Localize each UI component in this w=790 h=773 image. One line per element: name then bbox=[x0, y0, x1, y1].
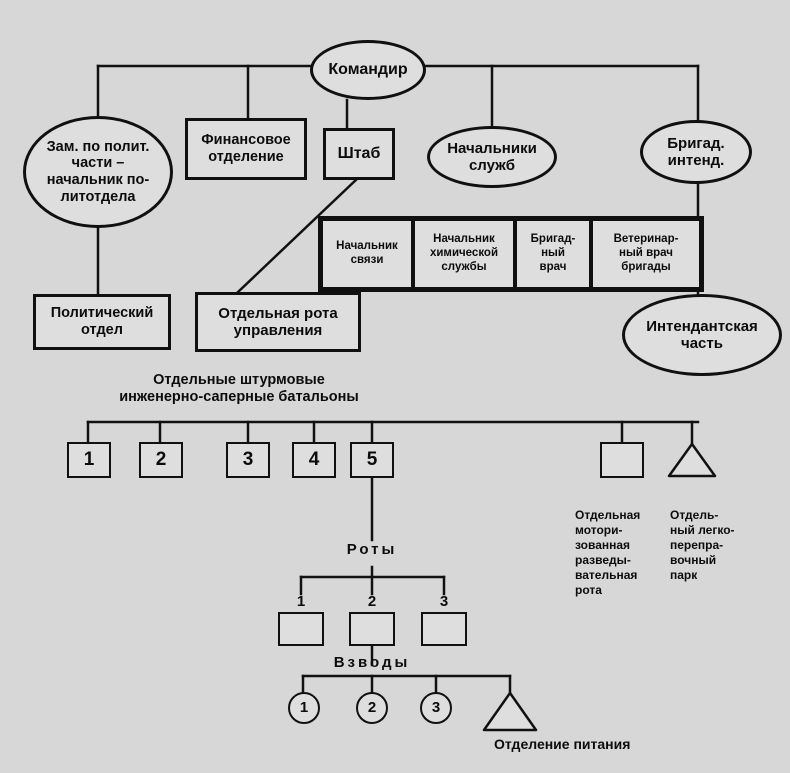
political-dept-node: Политический отдел bbox=[33, 294, 171, 350]
battalion-4: 4 bbox=[292, 442, 336, 478]
company-box-2 bbox=[349, 612, 395, 646]
chemical-chief-cell: Начальник химической службы bbox=[413, 219, 515, 289]
service-chiefs-table: Начальник связи Начальник химической слу… bbox=[318, 216, 704, 292]
battalions-title: Отдельные штурмовые инженерно-саперные б… bbox=[119, 372, 359, 406]
finance-dept-node: Финансовое отделение bbox=[185, 118, 307, 180]
platoon-2: 2 bbox=[356, 692, 388, 724]
company-number-1: 1 bbox=[296, 593, 306, 610]
intendant-unit-node: Интендантская часть bbox=[622, 294, 782, 376]
brigade-quartermaster-node: Бригад. интенд. bbox=[640, 120, 752, 184]
food-section-triangle bbox=[482, 691, 538, 732]
commander-node: Командир bbox=[310, 40, 426, 100]
veterinarian-cell: Ветеринар- ный врач бригады bbox=[591, 219, 701, 289]
staff-node: Штаб bbox=[323, 128, 395, 180]
deputy-political-node: Зам. по полит. части – начальник по- лит… bbox=[23, 116, 173, 228]
company-number-2: 2 bbox=[367, 593, 377, 610]
ferry-park-triangle bbox=[667, 442, 717, 478]
recon-company-box bbox=[600, 442, 644, 478]
platoon-1: 1 bbox=[288, 692, 320, 724]
battalion-5: 5 bbox=[350, 442, 394, 478]
company-box-3 bbox=[421, 612, 467, 646]
company-box-1 bbox=[278, 612, 324, 646]
company-number-3: 3 bbox=[439, 593, 449, 610]
battalion-1: 1 bbox=[67, 442, 111, 478]
battalion-2: 2 bbox=[139, 442, 183, 478]
platoon-3: 3 bbox=[420, 692, 452, 724]
food-section-label: Отделение питания bbox=[494, 736, 631, 752]
recon-company-label: Отдельная мотори- зованная разведы- вате… bbox=[575, 508, 641, 597]
battalion-3: 3 bbox=[226, 442, 270, 478]
control-company-node: Отдельная рота управления bbox=[195, 292, 361, 352]
companies-title: Роты bbox=[346, 541, 398, 558]
service-chiefs-node: Начальники служб bbox=[427, 126, 557, 188]
signals-chief-cell: Начальник связи bbox=[321, 219, 413, 289]
ferry-park-label: Отдель- ный легко- перепра- вочный парк bbox=[670, 508, 735, 582]
platoons-title: Взводы bbox=[333, 654, 411, 671]
brigade-doctor-cell: Бригад- ный врач bbox=[515, 219, 591, 289]
